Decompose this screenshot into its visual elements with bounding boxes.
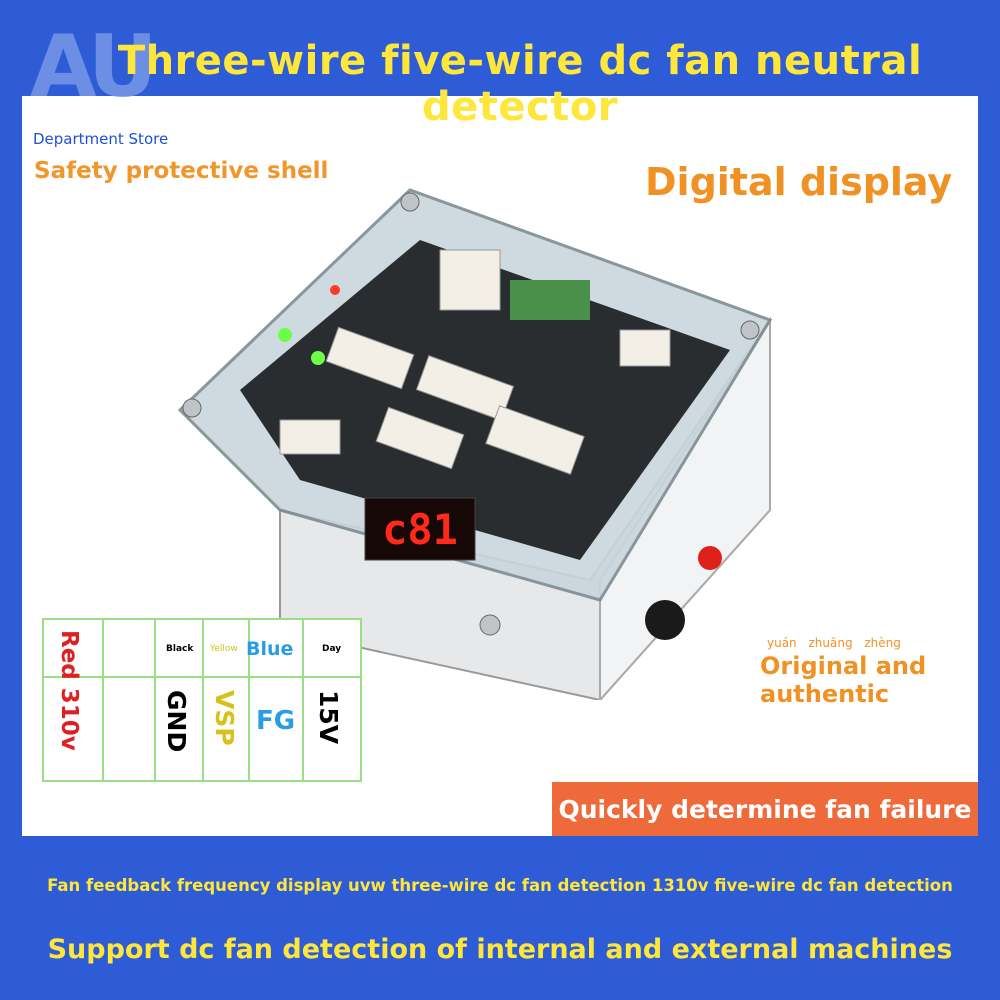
pin-value-vsp: VSP	[210, 690, 239, 746]
pin-header-day: Day	[322, 644, 342, 654]
feature-digital-display: Digital display	[645, 160, 953, 204]
original-pinyin: yuán zhuāng zhèng	[767, 636, 901, 650]
pin-header-blue: Blue	[246, 638, 294, 660]
pin-table: Black Yellow Blue Day Red 310v GND VSP F…	[42, 618, 362, 782]
pin-value-gnd: GND	[162, 690, 191, 753]
pin-value-fg: FG	[256, 706, 296, 736]
display-readout: c81	[382, 505, 458, 554]
store-logo: AU Department Store	[30, 17, 190, 148]
page-title: Three-wire five-wire dc fan neutral dete…	[117, 38, 923, 130]
pin-header-yellow: Yellow	[210, 644, 238, 654]
feature-safety-shell: Safety protective shell	[34, 158, 329, 184]
detector-device-image: c81	[177, 188, 773, 700]
pin-value-15v: 15V	[314, 690, 343, 745]
adjust-knob	[645, 600, 685, 640]
pin-red-label: Red 310v	[56, 630, 82, 751]
store-name: Department Store	[30, 130, 172, 148]
feedback-caption: Fan feedback frequency display uvw three…	[47, 876, 953, 895]
feature-original: Original and authentic	[760, 652, 927, 708]
power-button	[698, 546, 722, 570]
support-caption: Support dc fan detection of internal and…	[47, 934, 953, 965]
pin-header-black: Black	[166, 644, 194, 654]
quick-determine-banner: Quickly determine fan failure	[552, 782, 978, 836]
logo-letters: AU	[30, 17, 158, 117]
